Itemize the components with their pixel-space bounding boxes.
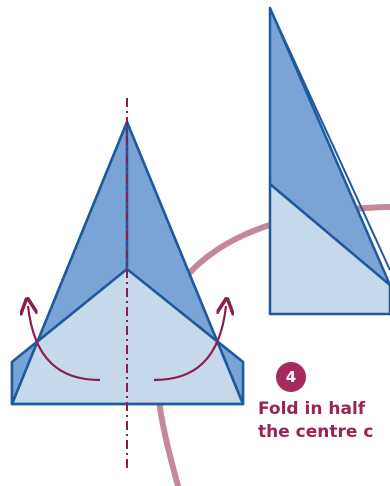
step-instruction: Fold in half the centre c	[258, 398, 390, 444]
plane-half-crease	[269, 7, 390, 271]
plane-half-wing	[268, 6, 390, 287]
folded-plane-half	[268, 6, 390, 316]
step-number-badge: 4	[276, 362, 306, 392]
fold-arrow-left	[28, 306, 101, 382]
fold-arrow-right	[153, 306, 226, 382]
instruction-line-1: Fold in half	[258, 399, 366, 419]
instruction-line-2: the centre c	[258, 422, 374, 442]
